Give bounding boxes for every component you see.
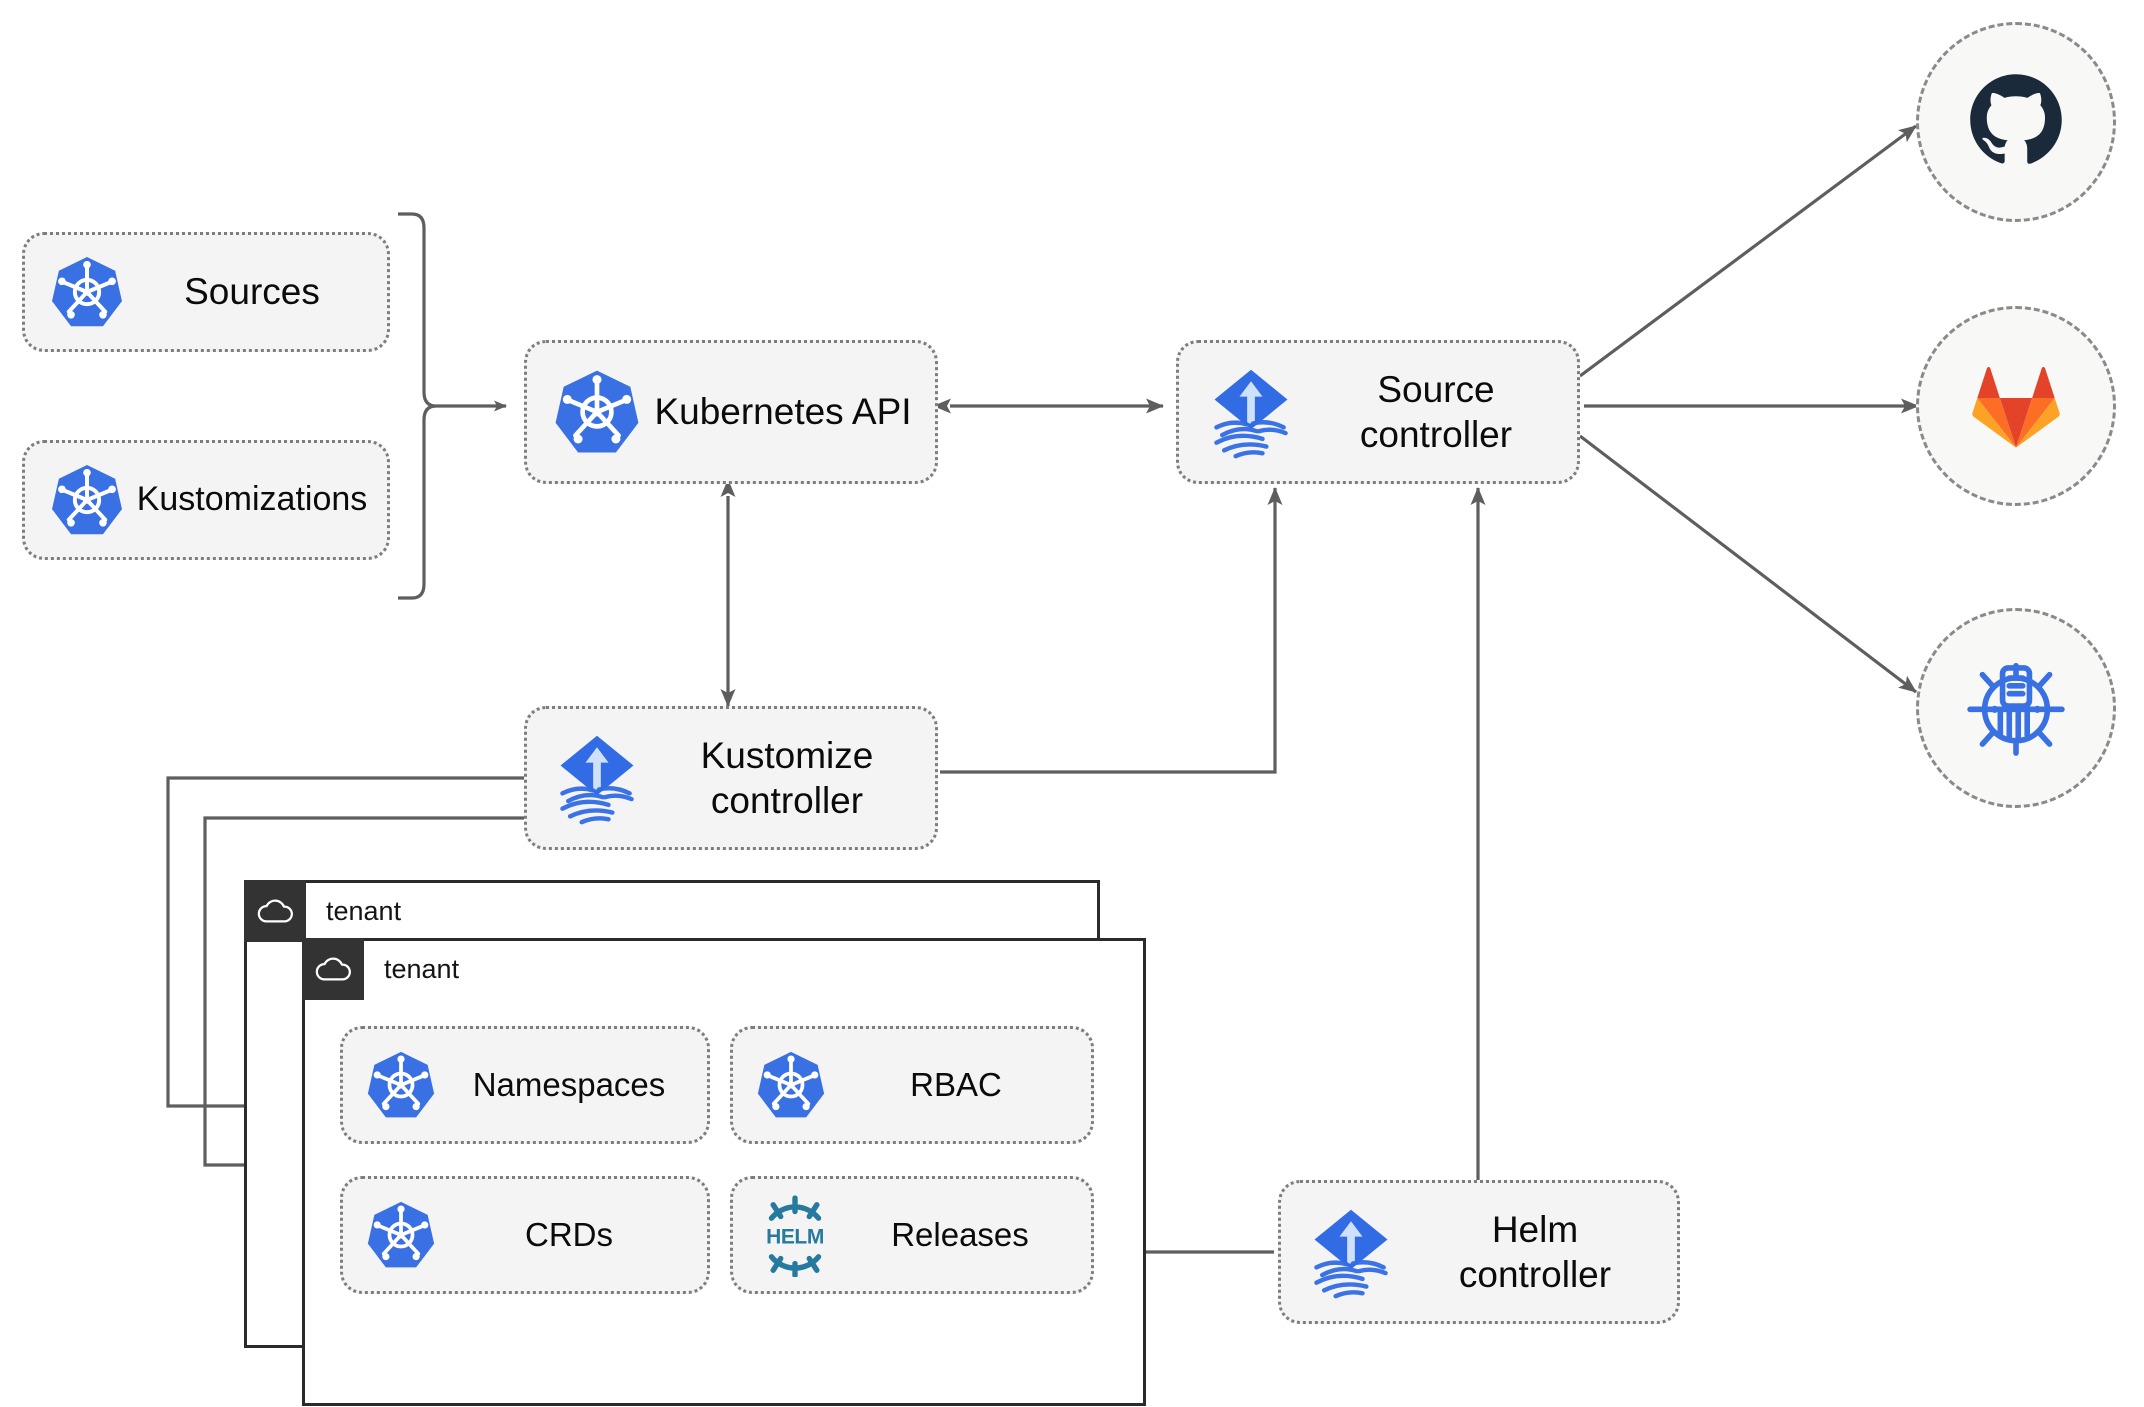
tenant-resource-label-crds: CRDs	[525, 1215, 613, 1253]
kustomize-controller-line1: Kustomize	[700, 734, 874, 776]
tenant-label-back: tenant	[326, 895, 402, 926]
kubernetes-icon	[357, 1049, 445, 1121]
tenant-resource-label-rbac: RBAC	[910, 1065, 1002, 1103]
source-controller-line1: Source	[1377, 368, 1495, 410]
kubernetes-icon	[41, 462, 133, 538]
cloud-icon	[244, 880, 306, 942]
edge-source-to-github	[1579, 124, 1917, 378]
node-kubernetes-api[interactable]: Kubernetes API	[524, 340, 938, 484]
kustomize-controller-line2: controller	[710, 780, 864, 821]
node-label-kustomize-controller: Kustomize controller	[653, 733, 921, 823]
svg-text:HELM: HELM	[766, 1225, 824, 1248]
tenant-resource-label-releases: Releases	[891, 1215, 1029, 1253]
provider-gitlab[interactable]	[1916, 306, 2116, 506]
tenant-header-back: tenant	[244, 880, 401, 942]
kubernetes-icon	[747, 1049, 835, 1121]
provider-github[interactable]	[1916, 22, 2116, 222]
tenant-box-front[interactable]: tenant	[302, 938, 1146, 1406]
tenant-resource-crds[interactable]: CRDs	[340, 1176, 710, 1294]
kubernetes-icon	[41, 254, 133, 330]
resource-box-kustomizations[interactable]: Kustomizations	[22, 440, 390, 560]
helm-icon: HELM	[747, 1193, 843, 1277]
edge-source-to-helmrepo	[1579, 434, 1917, 694]
tenant-resource-namespaces[interactable]: Namespaces	[340, 1026, 710, 1144]
helm-controller-line2: controller	[1458, 1254, 1612, 1295]
flux-icon	[541, 730, 653, 826]
resource-box-sources[interactable]: Sources	[22, 232, 390, 352]
node-source-controller[interactable]: Source controller	[1176, 340, 1580, 484]
helm-repository-icon	[1960, 650, 2072, 767]
kubernetes-icon	[545, 367, 649, 457]
node-label-kubernetes-api: Kubernetes API	[654, 391, 912, 433]
node-label-helm-controller: Helm controller	[1407, 1207, 1663, 1297]
tenant-resource-rbac[interactable]: RBAC	[730, 1026, 1094, 1144]
kubernetes-icon	[357, 1199, 445, 1271]
github-icon	[1964, 68, 2068, 177]
tenant-label-front: tenant	[384, 953, 460, 984]
node-label-source-controller: Source controller	[1309, 367, 1563, 457]
provider-helm-repository[interactable]	[1916, 608, 2116, 808]
helm-controller-line1: Helm	[1491, 1208, 1579, 1250]
gitlab-icon	[1964, 352, 2068, 461]
tenant-resource-releases[interactable]: HELM Releases	[730, 1176, 1094, 1294]
tenant-header-front: tenant	[302, 938, 459, 1000]
resource-label-kustomizations: Kustomizations	[136, 480, 368, 519]
flux-icon	[1295, 1204, 1407, 1300]
node-kustomize-controller[interactable]: Kustomize controller	[524, 706, 938, 850]
tenant-resource-label-namespaces: Namespaces	[472, 1065, 666, 1103]
edge-kustomize-to-source	[940, 487, 1283, 774]
flux-icon	[1193, 364, 1309, 460]
edge-bracket-group	[398, 212, 437, 600]
source-controller-line2: controller	[1359, 414, 1513, 455]
node-helm-controller[interactable]: Helm controller	[1278, 1180, 1680, 1324]
resource-label-sources: Sources	[184, 271, 320, 313]
cloud-icon	[302, 938, 364, 1000]
